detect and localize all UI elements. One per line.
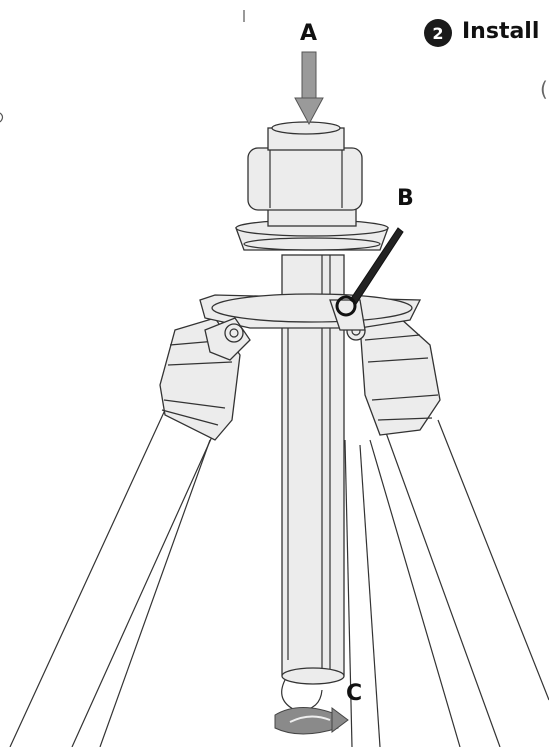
rear-leg — [344, 439, 353, 747]
arrow-a — [294, 51, 324, 126]
hex-key — [335, 227, 404, 317]
label-b: B — [397, 186, 414, 211]
tripod-legs — [9, 409, 549, 747]
label-a: A — [300, 21, 317, 46]
partial-glyph: ( — [540, 77, 548, 101]
step-number: 2 — [432, 24, 443, 43]
left-hinge-bolt — [224, 323, 244, 343]
step-heading: 2 Install — [424, 19, 539, 47]
step-title: Install — [462, 19, 539, 44]
top-head — [247, 121, 363, 211]
right-leg-grip — [359, 317, 441, 436]
rotation-arrow-c — [274, 707, 349, 735]
step-number-badge — [424, 19, 452, 47]
left-leg — [9, 409, 166, 747]
label-c: C — [346, 681, 362, 706]
flange-plate — [235, 207, 389, 251]
left-edge-mark — [0, 112, 4, 123]
right-leg — [384, 429, 501, 747]
